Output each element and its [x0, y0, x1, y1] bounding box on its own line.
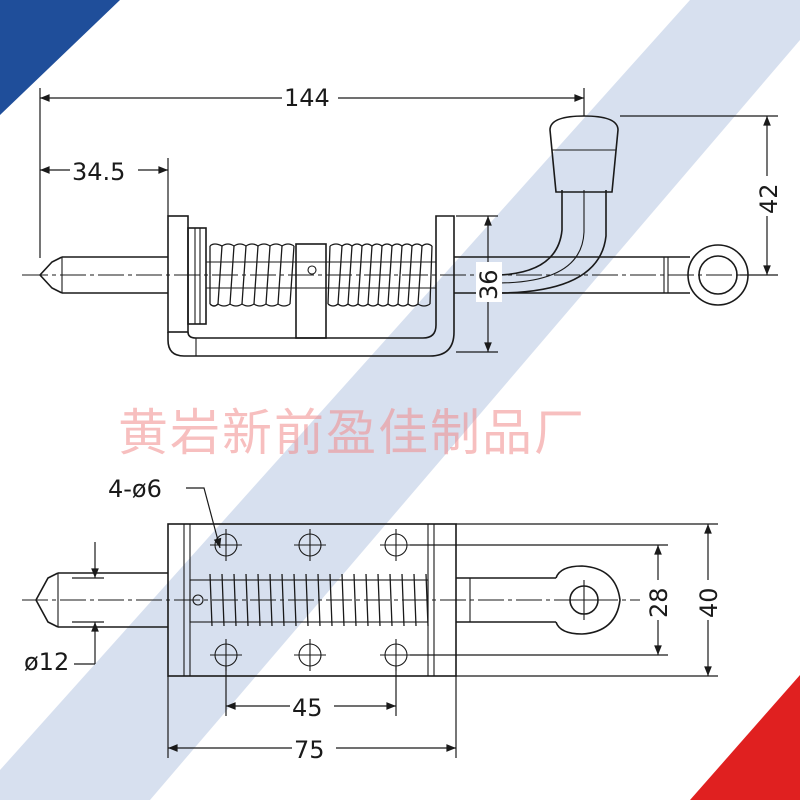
- dim-hole-row-spacing: 28: [645, 587, 673, 618]
- side-handle-rod: [499, 190, 607, 294]
- dim-hole-spacing: 45: [292, 694, 323, 722]
- side-collar: [187, 227, 207, 325]
- dim-base-length: 75: [294, 736, 325, 764]
- side-eye-ring-inner: [698, 255, 738, 295]
- watermark-text: 黄岩新前盈佳制品厂: [118, 404, 586, 462]
- corner-triangle-bottom-right: [690, 675, 800, 800]
- top-cross-pin: [192, 594, 204, 606]
- side-view: 144 34.5 42 36: [22, 82, 783, 357]
- dim-handle-height: 42: [755, 183, 783, 214]
- top-mounting-holes: [210, 529, 412, 671]
- side-cross-pin: [307, 265, 317, 275]
- side-spring-right: [327, 243, 433, 307]
- top-spring: [209, 573, 429, 627]
- side-bracket-frame: [167, 215, 455, 357]
- leader-hole-spec: [186, 487, 222, 549]
- dim-body-height: 36: [475, 269, 503, 300]
- side-spring-left: [209, 243, 295, 307]
- top-pin-tip: [35, 572, 59, 628]
- dim-tip-length: 34.5: [72, 158, 125, 186]
- top-base-plate: [167, 523, 457, 677]
- side-handle-grip: [549, 115, 619, 193]
- top-eye-ring: [555, 565, 621, 635]
- corner-triangle-top-left: [0, 0, 120, 115]
- dim-base-width: 40: [695, 587, 723, 618]
- side-center-block: [295, 243, 327, 339]
- dim-pin-diameter: ø12: [24, 648, 69, 676]
- side-left-plate: [167, 215, 189, 333]
- dim-overall-length: 144: [284, 84, 330, 112]
- dim-hole-spec: 4-ø6: [108, 475, 162, 503]
- top-view: 4-ø6 ø12 45 75 28 40: [22, 475, 723, 764]
- side-pin-tip: [38, 256, 63, 294]
